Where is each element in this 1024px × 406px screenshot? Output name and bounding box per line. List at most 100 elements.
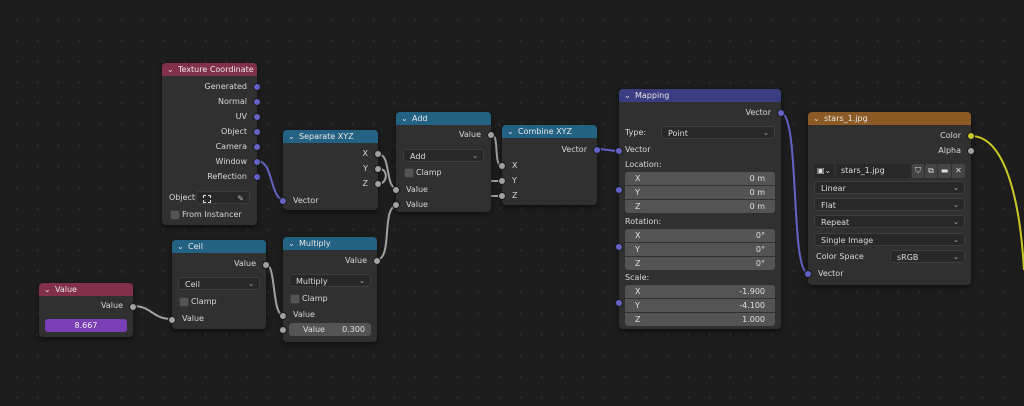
- separate-xyz-node[interactable]: ⌄ Separate XYZ X Y Z Vector: [279, 130, 382, 210]
- image-browse-icon[interactable]: ▣⌄: [814, 164, 834, 178]
- clamp-checkbox[interactable]: [404, 168, 414, 178]
- value-number-field[interactable]: 8.667: [45, 319, 127, 332]
- socket-z[interactable]: [374, 180, 382, 188]
- add-header[interactable]: ⌄ Add: [396, 112, 491, 125]
- color-space-dropdown[interactable]: sRGB ⌄: [890, 250, 965, 263]
- combine-xyz-node[interactable]: ⌄ Combine XYZ Vector X Y Z: [498, 125, 601, 205]
- socket-vector-in[interactable]: [804, 270, 812, 278]
- image-texture-header[interactable]: ⌄ stars_1.jpg: [808, 112, 971, 125]
- socket-value-out[interactable]: [129, 303, 137, 311]
- texture-coordinate-node[interactable]: ⌄ Texture Coordinate Generated Normal UV…: [162, 63, 261, 225]
- socket-vector-in[interactable]: [615, 147, 623, 155]
- socket-y[interactable]: [374, 165, 382, 173]
- image-texture-node[interactable]: ⌄ stars_1.jpg Color Alpha ▣⌄ stars_1.jpg…: [804, 112, 975, 285]
- duplicate-image-icon[interactable]: ⧉: [925, 164, 937, 178]
- socket-rotation-in[interactable]: [615, 243, 623, 251]
- operation-dropdown[interactable]: Multiply ⌄: [289, 274, 371, 287]
- socket-z-in[interactable]: [498, 192, 506, 200]
- socket-value-in[interactable]: [279, 312, 287, 320]
- input-z: Z: [512, 191, 518, 200]
- mapping-header[interactable]: ⌄ Mapping: [619, 89, 781, 102]
- eyedropper-icon[interactable]: ✎: [237, 194, 244, 203]
- collapse-chevron-icon[interactable]: ⌄: [167, 65, 174, 74]
- socket-x-in[interactable]: [498, 162, 506, 170]
- socket-value-in[interactable]: [168, 316, 176, 324]
- color-space-value: sRGB: [897, 253, 919, 262]
- socket-object[interactable]: [253, 128, 261, 136]
- combine-xyz-header[interactable]: ⌄ Combine XYZ: [502, 125, 597, 138]
- type-dropdown[interactable]: Point ⌄: [661, 126, 775, 139]
- node-title: Texture Coordinate: [178, 65, 254, 74]
- interpolation-dropdown[interactable]: Linear ⌄: [814, 181, 965, 194]
- socket-alpha-out[interactable]: [967, 147, 975, 155]
- projection-dropdown[interactable]: Flat ⌄: [814, 198, 965, 211]
- object-picker[interactable]: ✎: [196, 191, 250, 204]
- socket-y-in[interactable]: [498, 177, 506, 185]
- socket-vector-out[interactable]: [777, 109, 785, 117]
- socket-generated[interactable]: [253, 83, 261, 91]
- field-value: 0°: [755, 259, 765, 268]
- collapse-chevron-icon[interactable]: ⌄: [288, 132, 295, 141]
- operation-dropdown[interactable]: Ceil ⌄: [178, 277, 260, 290]
- socket-uv[interactable]: [253, 113, 261, 121]
- image-name-field[interactable]: stars_1.jpg: [836, 164, 910, 178]
- clamp-checkbox[interactable]: [290, 294, 300, 304]
- socket-vector-in[interactable]: [279, 197, 287, 205]
- collapse-chevron-icon[interactable]: ⌄: [624, 91, 631, 100]
- socket-x[interactable]: [374, 150, 382, 158]
- axis-label: Y: [635, 188, 640, 197]
- source-dropdown[interactable]: Single Image ⌄: [814, 233, 965, 246]
- socket-location-in[interactable]: [615, 186, 623, 194]
- socket-value-out[interactable]: [262, 261, 270, 269]
- texture-coordinate-header[interactable]: ⌄ Texture Coordinate: [162, 63, 257, 76]
- socket-value-out[interactable]: [487, 131, 495, 139]
- collapse-chevron-icon[interactable]: ⌄: [401, 114, 408, 123]
- socket-camera[interactable]: [253, 143, 261, 151]
- socket-window[interactable]: [253, 158, 261, 166]
- add-node[interactable]: ⌄ Add Value Add ⌄ Clamp Value Value: [392, 112, 495, 212]
- value-node[interactable]: ⌄ Value Value 8.667: [39, 283, 137, 337]
- collapse-chevron-icon[interactable]: ⌄: [177, 242, 184, 251]
- collapse-chevron-icon[interactable]: ⌄: [44, 285, 51, 294]
- socket-normal[interactable]: [253, 98, 261, 106]
- collapse-chevron-icon[interactable]: ⌄: [288, 239, 295, 248]
- type-label: Type:: [625, 128, 647, 137]
- scale-x-field[interactable]: X-1.900: [625, 285, 775, 298]
- collapse-chevron-icon[interactable]: ⌄: [507, 127, 514, 136]
- socket-value-out[interactable]: [373, 257, 381, 265]
- multiply-node[interactable]: ⌄ Multiply Value Multiply ⌄ Clamp Value …: [279, 237, 381, 342]
- socket-reflection[interactable]: [253, 173, 261, 181]
- multiply-header[interactable]: ⌄ Multiply: [283, 237, 377, 250]
- clamp-checkbox[interactable]: [179, 297, 189, 307]
- ceil-header[interactable]: ⌄ Ceil: [172, 240, 266, 253]
- close-icon[interactable]: ✕: [952, 164, 965, 178]
- socket-value-in-1[interactable]: [392, 186, 400, 194]
- mapping-node[interactable]: ⌄ Mapping Vector Type: Point ⌄ Vector Lo…: [615, 89, 785, 329]
- separate-xyz-header[interactable]: ⌄ Separate XYZ: [283, 130, 378, 143]
- open-folder-icon[interactable]: ▬: [938, 164, 951, 178]
- collapse-chevron-icon[interactable]: ⌄: [813, 114, 820, 123]
- operation-dropdown[interactable]: Add ⌄: [403, 149, 484, 162]
- socket-value-in-2[interactable]: [279, 326, 287, 334]
- socket-color-out[interactable]: [967, 132, 975, 140]
- value-header[interactable]: ⌄ Value: [39, 283, 133, 296]
- image-selector[interactable]: ▣⌄ stars_1.jpg ⛉ ⧉ ▬ ✕: [814, 164, 965, 178]
- scale-y-field[interactable]: Y-4.100: [625, 299, 775, 312]
- extension-dropdown[interactable]: Repeat ⌄: [814, 215, 965, 228]
- operation-value: Add: [410, 152, 426, 161]
- from-instancer-checkbox[interactable]: [170, 210, 180, 220]
- socket-value-in-2[interactable]: [392, 201, 400, 209]
- value-number-field[interactable]: Value 0.300: [289, 323, 371, 336]
- ceil-node[interactable]: ⌄ Ceil Value Ceil ⌄ Clamp Value: [168, 240, 270, 329]
- fake-user-shield-icon[interactable]: ⛉: [912, 164, 924, 178]
- socket-vector-out[interactable]: [593, 146, 601, 154]
- socket-scale-in[interactable]: [615, 299, 623, 307]
- output-value: Value: [234, 259, 256, 268]
